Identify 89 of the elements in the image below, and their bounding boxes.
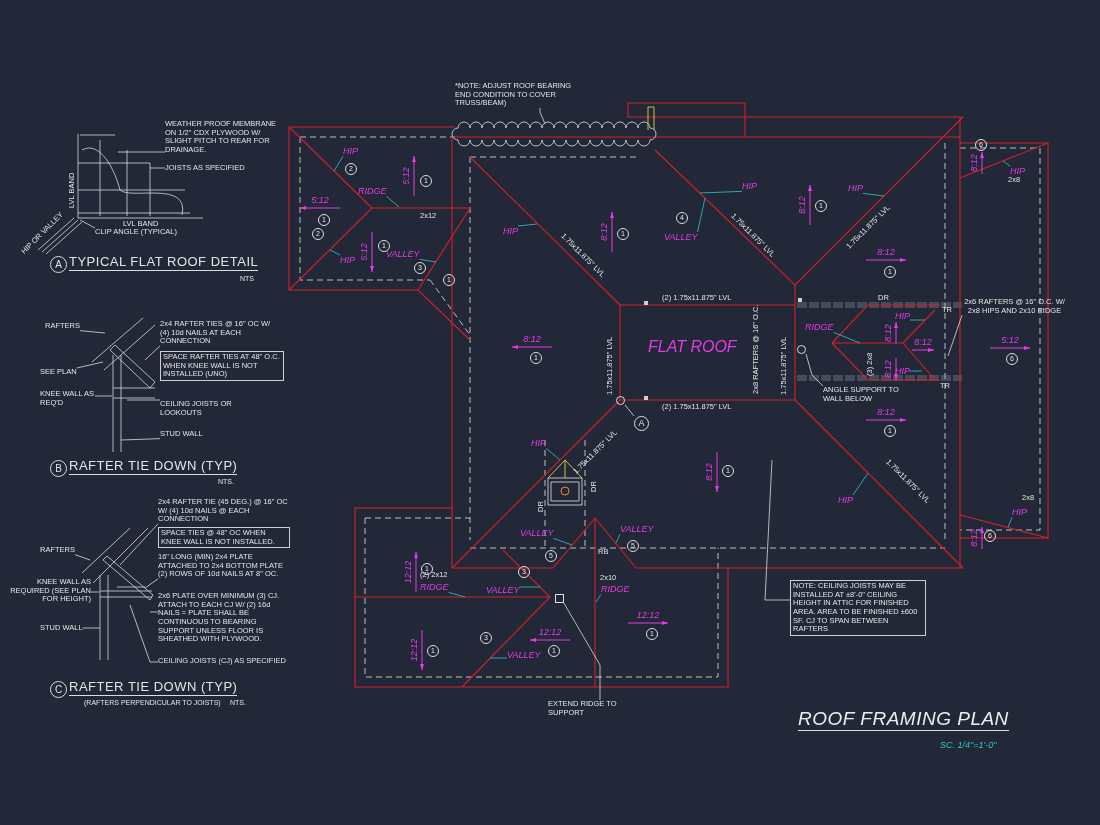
leader-line <box>74 554 91 561</box>
leader-line <box>615 533 621 544</box>
leader-line <box>697 197 706 233</box>
leader-line <box>144 578 159 589</box>
area-label: FLAT ROOF <box>648 338 737 357</box>
framing-member-label: RIDGE <box>601 584 630 595</box>
leader-line <box>909 370 923 372</box>
leader-line <box>144 345 161 361</box>
framing-member-label: HIP <box>895 311 910 322</box>
leader-line <box>517 223 538 227</box>
roof-pitch-label: 8:12 <box>914 338 932 347</box>
framing-member-label: VALLEY <box>507 650 541 661</box>
framing-member-label: RIDGE <box>805 322 834 333</box>
leader-line <box>833 331 861 344</box>
leader-line <box>126 399 161 401</box>
scale-text: SC. 1/4"=1'-0" <box>940 740 997 751</box>
roof-pitch-label: 12:12 <box>538 628 562 637</box>
drawing-title: ROOF FRAMING PLAN <box>798 708 1009 731</box>
framing-member-label: HIP <box>340 255 355 266</box>
framing-member-label: HIP <box>1010 166 1025 177</box>
roof-pitch-label: 8:12 <box>798 196 807 214</box>
framing-member-label: RIDGE <box>358 186 387 197</box>
leader-line <box>119 523 159 566</box>
leader-line <box>76 361 104 369</box>
detail-title: TYPICAL FLAT ROOF DETAIL <box>69 255 259 271</box>
framing-member-label: HIP <box>343 146 358 157</box>
framing-member-label: HIP <box>742 181 757 192</box>
leader-line <box>539 107 546 125</box>
roof-pitch-label: 5:12 <box>402 167 411 185</box>
roof-pitch-label: 5:12 <box>360 243 369 261</box>
framing-member-label: RIDGE <box>420 582 449 593</box>
leader-line <box>329 249 341 256</box>
roof-pitch-label: 8:12 <box>523 335 541 344</box>
leader-line <box>1002 160 1011 167</box>
leader-line <box>805 353 824 387</box>
leader-line <box>764 459 791 601</box>
leader-line <box>862 192 885 197</box>
roof-pitch-label: 8:12 <box>877 408 895 417</box>
leader-line <box>595 593 602 603</box>
framing-member-label: VALLEY <box>386 249 420 260</box>
leader-line <box>149 611 159 613</box>
leader-line <box>489 657 508 659</box>
leader-line <box>386 195 400 208</box>
roof-pitch-label: 12:12 <box>636 611 660 620</box>
framing-member-label: HIP <box>503 226 518 237</box>
framing-member-label: VALLEY <box>520 528 554 539</box>
leader-line <box>448 591 466 598</box>
leader-line <box>333 155 344 172</box>
leader-line <box>129 604 159 663</box>
framing-member-label: VALLEY <box>664 232 698 243</box>
leader-line <box>120 438 161 441</box>
framing-member-label: HIP <box>895 366 910 377</box>
roof-pitch-label: 5:12 <box>1001 336 1019 345</box>
leader-line <box>94 395 113 397</box>
leader-line <box>545 447 561 461</box>
leader-line <box>117 151 166 153</box>
leader-line <box>553 537 573 546</box>
leader-line <box>149 167 166 169</box>
roof-pitch-label: 8:12 <box>970 154 979 172</box>
leader-line <box>82 627 101 629</box>
leader-line <box>1007 516 1013 528</box>
roof-pitch-label: 5:12 <box>311 196 329 205</box>
leader-line <box>699 190 743 194</box>
roof-pitch-label: 8:12 <box>600 223 609 241</box>
framing-member-label: HIP <box>848 183 863 194</box>
roof-pitch-label: 8:12 <box>877 248 895 257</box>
roof-pitch-label: 8:12 <box>705 463 714 481</box>
leader-line <box>624 404 635 417</box>
roof-pitch-label: 8:12 <box>970 529 979 547</box>
leader-line <box>947 314 963 357</box>
leader-line <box>852 472 869 496</box>
roof-pitch-label: 8:12 <box>884 360 893 378</box>
detail-title: RAFTER TIE DOWN (TYP) <box>69 680 238 696</box>
leader-line <box>90 591 100 593</box>
framing-member-label: VALLEY <box>486 585 520 596</box>
framing-member-label: VALLEY <box>620 524 654 535</box>
leader-line <box>563 602 601 701</box>
roof-pitch-label: 8:12 <box>884 324 893 342</box>
framing-member-label: HIP <box>531 438 546 449</box>
leader-line <box>79 219 96 229</box>
leader-line <box>419 258 437 263</box>
leader-line <box>519 586 541 588</box>
framing-member-label: HIP <box>1012 507 1027 518</box>
detail-title: RAFTER TIE DOWN (TYP) <box>69 459 238 475</box>
framing-member-label: HIP <box>838 495 853 506</box>
leader-line <box>79 330 106 334</box>
roof-pitch-label: 12:12 <box>410 638 419 662</box>
roof-pitch-label: 12:12 <box>404 560 413 584</box>
leader-line <box>909 319 926 321</box>
